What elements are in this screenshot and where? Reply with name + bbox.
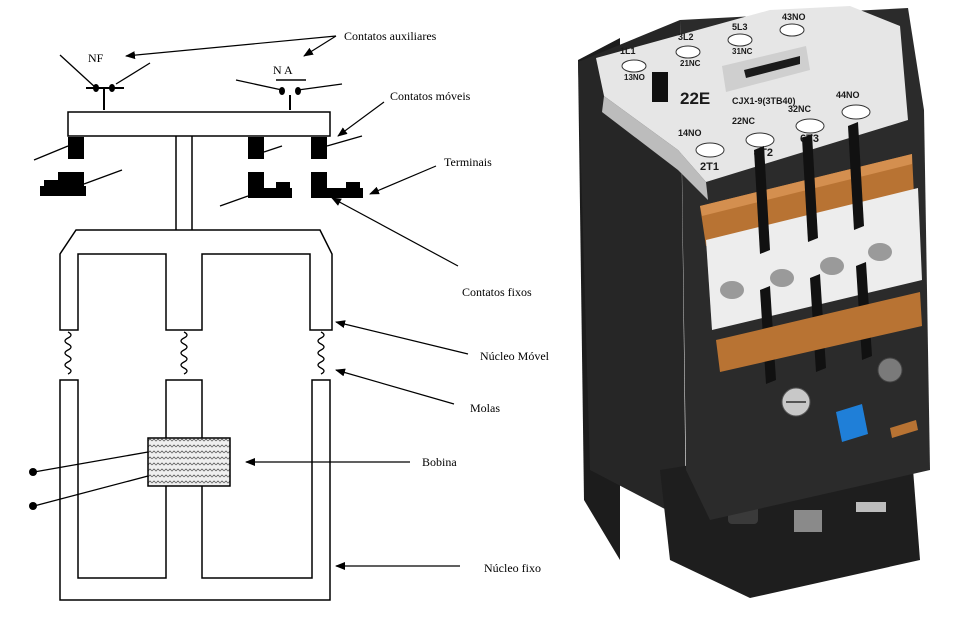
fixed-contact-left [40, 169, 123, 196]
front-number: 22E [680, 89, 710, 108]
terminal-block-lower [706, 188, 922, 330]
fixed-contact-right [311, 172, 363, 198]
label-contatos-fixos: Contatos fixos [462, 285, 532, 299]
svg-text:3L2: 3L2 [678, 32, 694, 42]
svg-text:14NO: 14NO [678, 128, 702, 138]
label-nucleo-fixo: Núcleo fixo [484, 561, 541, 575]
label-contatos-moveis: Contatos móveis [390, 89, 471, 103]
moving-contact [248, 137, 264, 159]
na-label: N A [273, 63, 293, 77]
label-molas: Molas [470, 401, 500, 415]
label-terminais: Terminais [444, 155, 492, 169]
spring [64, 331, 72, 375]
svg-text:32NC: 32NC [788, 104, 812, 114]
label-contatos-auxiliares: Contatos auxiliares [344, 29, 437, 43]
model-number: CJX1-9(3TB40) [732, 96, 796, 106]
contactor-schematic: NF N A [29, 29, 550, 601]
coil-terminal [29, 502, 37, 510]
aux-contact-nf: NF [59, 51, 151, 110]
coil-terminal [29, 468, 37, 476]
svg-text:44NO: 44NO [836, 90, 860, 100]
contactor-photo: 22E CJX1-9(3TB40) 1L1 3L2 5L3 43NO 13NO … [578, 6, 930, 598]
svg-text:31NC: 31NC [732, 47, 753, 56]
svg-text:22NC: 22NC [732, 116, 756, 126]
nf-label: NF [88, 51, 104, 65]
terminal-screw [877, 357, 903, 383]
spring [317, 331, 325, 375]
copper-terminals-lower [716, 292, 922, 372]
fixed-contact-middle [219, 172, 292, 207]
moving-contact-bar [67, 111, 331, 137]
svg-text:21NC: 21NC [680, 59, 701, 68]
svg-text:43NO: 43NO [782, 12, 806, 22]
blue-label [836, 404, 868, 442]
base-clip [794, 510, 822, 532]
moving-contact [311, 137, 327, 159]
svg-text:13NO: 13NO [624, 73, 645, 82]
svg-text:5L3: 5L3 [732, 22, 748, 32]
fixed-core [59, 379, 331, 601]
svg-text:1L1: 1L1 [620, 46, 636, 56]
top-terminal-row: 1L1 3L2 5L3 43NO 13NO 21NC 31NC [620, 12, 806, 82]
label-nucleo-movel: Núcleo Móvel [480, 349, 550, 363]
label-bobina: Bobina [422, 455, 457, 469]
svg-text:2T1: 2T1 [700, 161, 719, 173]
coil [147, 437, 231, 487]
movable-core [59, 229, 333, 331]
moving-contact [68, 137, 84, 159]
aux-contact-na: N A [235, 63, 343, 110]
test-button [652, 72, 668, 102]
terminal-plate-top [596, 6, 908, 182]
spring [180, 331, 188, 375]
